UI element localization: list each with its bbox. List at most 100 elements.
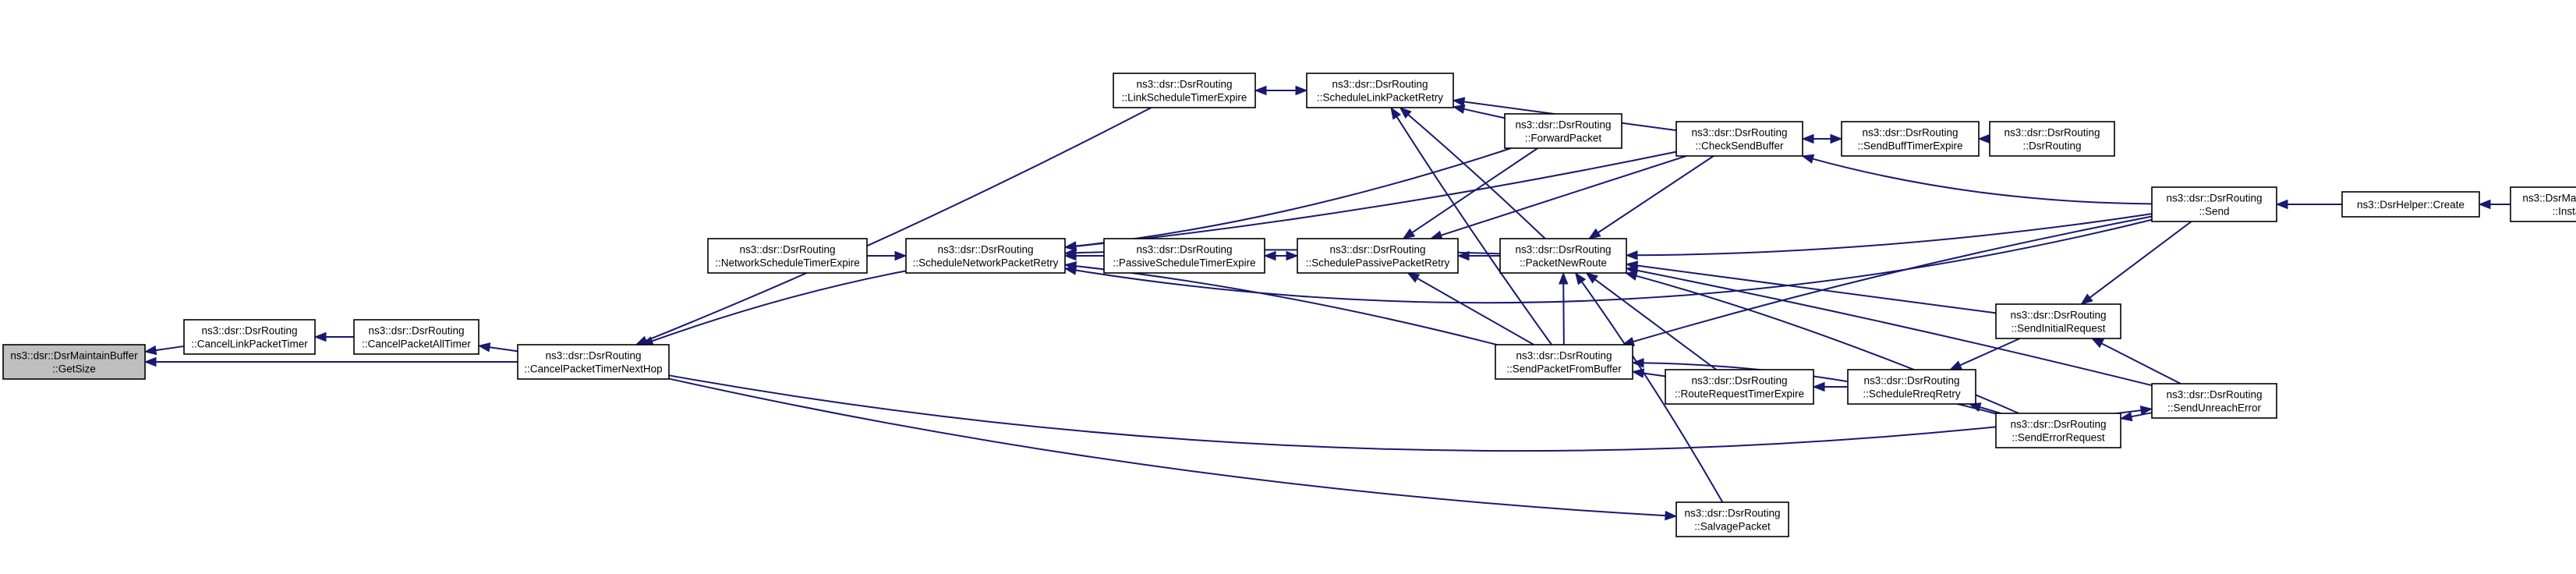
node-senderrorrequest[interactable]: ns3::dsr::DsrRouting::SendErrorRequest — [1995, 413, 2121, 448]
node-label-method: ::RouteRequestTimerExpire — [1675, 388, 1804, 400]
edge-sendunreacherror-to-senderrorrequest — [2131, 412, 2153, 418]
node-box[interactable] — [353, 319, 479, 355]
node-checksendbuffer[interactable]: ns3::dsr::DsrRouting::CheckSendBuffer — [1675, 121, 1803, 157]
node-label-method: ::PacketNewRoute — [1520, 257, 1607, 269]
node-box[interactable] — [2341, 191, 2480, 218]
node-packetnewroute[interactable]: ns3::dsr::DsrRouting::PacketNewRoute — [1499, 238, 1627, 274]
node-schedulepassivepacketretry[interactable]: ns3::dsr::DsrRouting::SchedulePassivePac… — [1297, 238, 1459, 274]
edge-send-to-packetnewroute — [1637, 213, 2153, 257]
node-box[interactable] — [1675, 501, 1789, 537]
edge-sendpacketfrombuffer-to-schedulenetworkpacketretry — [1075, 265, 1498, 345]
edge-sendpacketfrombuffer-to-schedulepassivepacketretry — [1417, 278, 1534, 345]
edge-send-to-sendinitialrequest — [2089, 221, 2192, 299]
node-label-class: ns3::dsr::DsrRouting — [2166, 193, 2262, 204]
edge-checksendbuffer-to-schedulepassivepacketretry — [1441, 155, 1687, 236]
node-label-method: ::CancelPacketTimerNextHop — [524, 363, 662, 375]
node-cancelpacketalltimer[interactable]: ns3::dsr::DsrRouting::CancelPacketAllTim… — [353, 319, 479, 355]
node-label-class: ns3::DsrHelper::Create — [2357, 199, 2465, 211]
node-label-method: ::CancelPacketAllTimer — [362, 338, 471, 350]
node-box[interactable] — [1495, 344, 1633, 380]
node-box[interactable] — [1841, 121, 1980, 157]
node-sendpacketfrombuffer[interactable]: ns3::dsr::DsrRouting::SendPacketFromBuff… — [1495, 344, 1633, 380]
node-label-method: ::SendUnreachError — [2167, 402, 2262, 414]
edge-arrowhead — [1801, 154, 1815, 164]
edge-cancelpackettimernexthop-to-sendunreacherror — [668, 374, 2142, 452]
edge-arrowhead — [894, 250, 908, 261]
node-box[interactable] — [1113, 73, 1256, 108]
node-box[interactable] — [1103, 238, 1265, 274]
node-getsize[interactable]: ns3::dsr::DsrMaintainBuffer::GetSize — [2, 344, 146, 380]
node-dsrrouting[interactable]: ns3::dsr::DsrRouting::DsrRouting — [1989, 121, 2115, 157]
node-label-method: ::CheckSendBuffer — [1695, 140, 1784, 152]
node-dsrhelpercreate[interactable]: ns3::DsrHelper::Create — [2341, 191, 2480, 218]
node-label-method: ::DsrRouting — [2022, 140, 2081, 152]
node-box[interactable] — [2510, 186, 2576, 222]
node-schedulereqretry[interactable]: ns3::dsr::DsrRouting::ScheduleRreqRetry — [1847, 369, 1976, 405]
node-box[interactable] — [517, 344, 670, 380]
node-dsrmainhelperinstall[interactable]: ns3::DsrMainHelper::Install — [2510, 186, 2576, 222]
node-box[interactable] — [2, 344, 146, 380]
node-box[interactable] — [1995, 303, 2121, 339]
node-label-class: ns3::dsr::DsrRouting — [1862, 127, 1958, 139]
node-networkscheduletimerexpire[interactable]: ns3::dsr::DsrRouting::NetworkScheduleTim… — [707, 238, 868, 274]
edge-arrowhead — [2119, 411, 2133, 422]
node-box[interactable] — [905, 238, 1066, 274]
node-box[interactable] — [1847, 369, 1976, 405]
node-box[interactable] — [2151, 383, 2277, 419]
edge-arrowhead — [1830, 133, 1843, 144]
node-forwardpacket[interactable]: ns3::dsr::DsrRouting::ForwardPacket — [1504, 113, 1622, 149]
edge-send-to-schedulenetworkpacketretry — [1075, 218, 2153, 304]
edge-cancelpackettimernexthop-to-salvagepacket — [668, 377, 1666, 517]
node-label-class: ns3::dsr::DsrRouting — [1863, 375, 1959, 387]
node-box[interactable] — [1665, 369, 1814, 405]
node-label-method: ::NetworkScheduleTimerExpire — [715, 257, 860, 269]
node-box[interactable] — [1297, 238, 1459, 274]
edge-arrowhead — [1295, 85, 1308, 96]
edge-arrowhead — [1948, 360, 1963, 370]
node-label-method: ::ForwardPacket — [1525, 133, 1602, 144]
edge-sendunreacherror-to-packetnewroute — [1637, 269, 2153, 387]
edge-send-to-sendpacketfrombuffer — [1633, 215, 2153, 343]
edge-arrowhead — [1631, 358, 1644, 368]
node-label-method: ::GetSize — [52, 363, 96, 375]
node-salvagepacket[interactable]: ns3::dsr::DsrRouting::SalvagePacket — [1675, 501, 1789, 537]
node-box[interactable] — [2151, 186, 2277, 222]
node-send[interactable]: ns3::dsr::DsrRouting::Send — [2151, 186, 2277, 222]
node-box[interactable] — [1499, 238, 1627, 274]
node-sendunreacherror[interactable]: ns3::dsr::DsrRouting::SendUnreachError — [2151, 383, 2277, 419]
node-box[interactable] — [1995, 413, 2121, 448]
node-label-method: ::ScheduleLinkPacketRetry — [1317, 92, 1443, 104]
edge-arrowhead — [1063, 247, 1077, 258]
edge-arrowhead — [1456, 250, 1470, 261]
edge-schedulenetworkpacketretry-to-cancelpackettimernexthop — [651, 270, 907, 342]
node-box[interactable] — [1306, 73, 1454, 108]
node-linkscheduletimerexpire[interactable]: ns3::dsr::DsrRouting::LinkScheduleTimerE… — [1113, 73, 1256, 108]
node-label-class: ns3::dsr::DsrRouting — [2010, 419, 2106, 430]
node-schedulenetworkpacketretry[interactable]: ns3::dsr::DsrRouting::ScheduleNetworkPac… — [905, 238, 1066, 274]
edge-arrowhead — [1574, 271, 1587, 285]
edge-senderrorrequest-to-schedulereqretry — [1979, 406, 2001, 414]
edge-arrowhead — [313, 331, 327, 342]
node-cancelpackettimernexthop[interactable]: ns3::dsr::DsrRouting::CancelPacketTimerN… — [517, 344, 670, 380]
node-box[interactable] — [183, 319, 316, 355]
node-box[interactable] — [1504, 113, 1622, 149]
edge-arrowhead — [2478, 199, 2491, 210]
node-passivescheduletimerexpire[interactable]: ns3::dsr::DsrRouting::PassiveScheduleTim… — [1103, 238, 1265, 274]
node-sendbufftimerexpire[interactable]: ns3::dsr::DsrRouting::SendBuffTimerExpir… — [1841, 121, 1980, 157]
edge-cancellinkpackettimer-to-getsize — [155, 345, 185, 352]
nodes-layer: ns3::dsr::DsrMaintainBuffer::GetSizens3:… — [2, 73, 2576, 537]
edge-arrowhead — [1585, 272, 1598, 284]
edge-arrowhead — [1407, 272, 1421, 283]
edge-arrowhead — [1063, 260, 1077, 271]
node-box[interactable] — [707, 238, 868, 274]
node-sendinitialrequest[interactable]: ns3::dsr::DsrRouting::SendInitialRequest — [1995, 303, 2121, 339]
edge-arrowhead — [1399, 107, 1412, 119]
node-label-method: ::Send — [2199, 206, 2229, 218]
node-schedulelinkpacketretry[interactable]: ns3::dsr::DsrRouting::ScheduleLinkPacket… — [1306, 73, 1454, 108]
node-box[interactable] — [1675, 121, 1803, 157]
node-box[interactable] — [1989, 121, 2115, 157]
node-cancellinkpackettimer[interactable]: ns3::dsr::DsrRouting::CancelLinkPacketTi… — [183, 319, 316, 355]
node-routerequesttimerexpire[interactable]: ns3::dsr::DsrRouting::RouteRequestTimerE… — [1665, 369, 1814, 405]
edge-sendpacketfrombuffer-to-packetnewroute — [1562, 283, 1565, 345]
